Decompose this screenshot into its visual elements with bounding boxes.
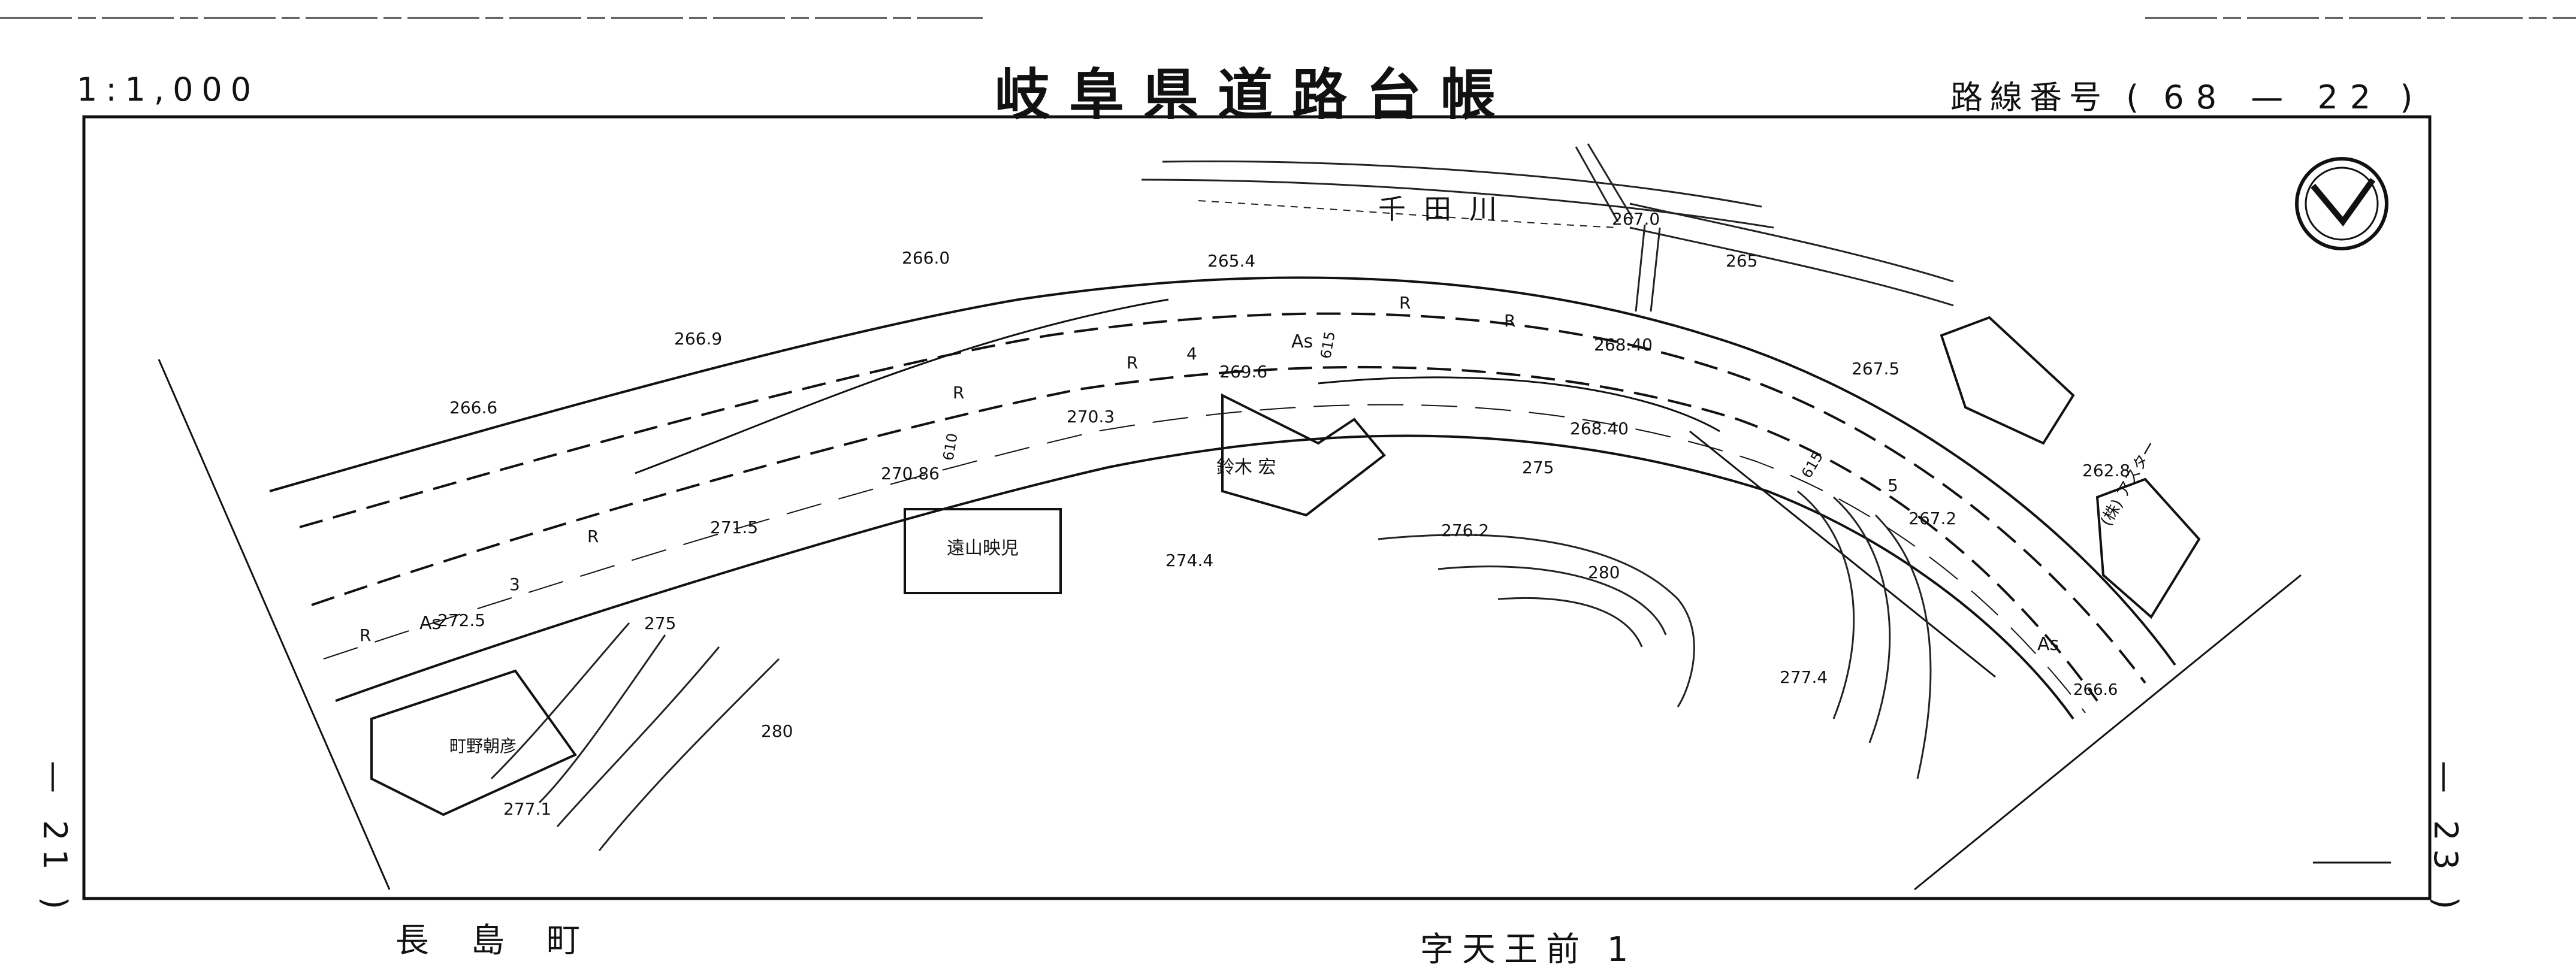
- spot-height: 267.0: [1612, 209, 1660, 229]
- contour-label: 280: [761, 721, 793, 741]
- spot-height: 266.6: [449, 398, 497, 418]
- river-name-label: 千田川: [1378, 193, 1515, 225]
- spot-height: 266.6: [2073, 681, 2118, 699]
- buildings: [370, 316, 2201, 816]
- adjacent-sheet-left: — 21 ): [36, 761, 74, 918]
- road-mark: 3: [509, 574, 520, 594]
- route-number: 路線番号 ( 68 — 22 ): [1950, 71, 2420, 118]
- spot-height: 265.4: [1207, 251, 1255, 271]
- spot-height: 270.3: [1067, 407, 1115, 426]
- river: [1141, 143, 1954, 312]
- road-mark: R: [587, 527, 599, 546]
- road-mark: R: [1504, 311, 1515, 331]
- spot-height: 269.6: [1219, 362, 1267, 382]
- road-mark: 4: [1186, 344, 1197, 364]
- road-width-label: 615: [1317, 330, 1339, 360]
- spot-height: 270.86: [881, 464, 940, 483]
- route-close: ): [2400, 78, 2420, 116]
- owner-label: 鈴木 宏: [1216, 457, 1276, 478]
- road-mark: R: [953, 383, 964, 403]
- contour-lines: [490, 490, 1932, 851]
- owner-label: (株) アスター: [2097, 438, 2160, 529]
- spot-height: 268.40: [1570, 419, 1629, 438]
- spot-height: 266.9: [674, 329, 722, 349]
- pavement-label: As: [419, 613, 441, 634]
- contour-label: 265: [1726, 251, 1757, 271]
- road-mark: R: [1127, 353, 1138, 373]
- guard-fence: [635, 298, 1996, 678]
- road-ledger-map: 千田川 鈴木 宏 遠山映児 町野朝彦 (株) アスター 266.0 265.4 …: [0, 17, 2576, 900]
- spot-height: 277.1: [503, 799, 551, 819]
- contour-label: 275: [1522, 458, 1554, 477]
- pavement-label: As: [2037, 634, 2059, 655]
- district-name: 字天王前 1: [1420, 930, 1637, 969]
- map-frame: [82, 115, 2432, 900]
- road-mark: 5: [1888, 476, 1898, 495]
- spot-height: 277.4: [1780, 667, 1828, 687]
- spot-height: 272.5: [437, 610, 485, 630]
- spot-height: 268.40: [1594, 335, 1653, 355]
- road-width-label: 610: [940, 432, 961, 462]
- contour-label: 280: [1588, 562, 1620, 582]
- spot-height: 274.4: [1165, 550, 1213, 570]
- owner-label: 町野朝彦: [449, 736, 517, 756]
- spot-height: 267.5: [1852, 359, 1899, 379]
- pavement-label: As: [1291, 331, 1313, 352]
- spot-height: 276.2: [1441, 521, 1489, 540]
- spot-height: 266.0: [902, 248, 950, 268]
- owner-label: 遠山映児: [947, 538, 1019, 559]
- north-arrow-icon: [2295, 157, 2388, 250]
- route-label: 路線番号 (: [1950, 78, 2146, 116]
- spot-height: 267.2: [1908, 509, 1956, 528]
- town-name: 長島町: [395, 921, 622, 960]
- route-number-value: 68 — 22: [2163, 78, 2383, 116]
- road-mark: R: [1399, 293, 1411, 313]
- road-mark: R: [360, 625, 371, 645]
- spot-height: 271.5: [710, 518, 758, 537]
- map-scale: 1:1,000: [77, 71, 260, 108]
- spot-height: 262.8: [2082, 461, 2130, 480]
- road-width-label: 615: [1798, 449, 1826, 481]
- adjacent-sheet-right: — 23 ): [2427, 761, 2465, 918]
- sheet-boundary: [158, 359, 2391, 891]
- contour-label: 275: [644, 613, 676, 633]
